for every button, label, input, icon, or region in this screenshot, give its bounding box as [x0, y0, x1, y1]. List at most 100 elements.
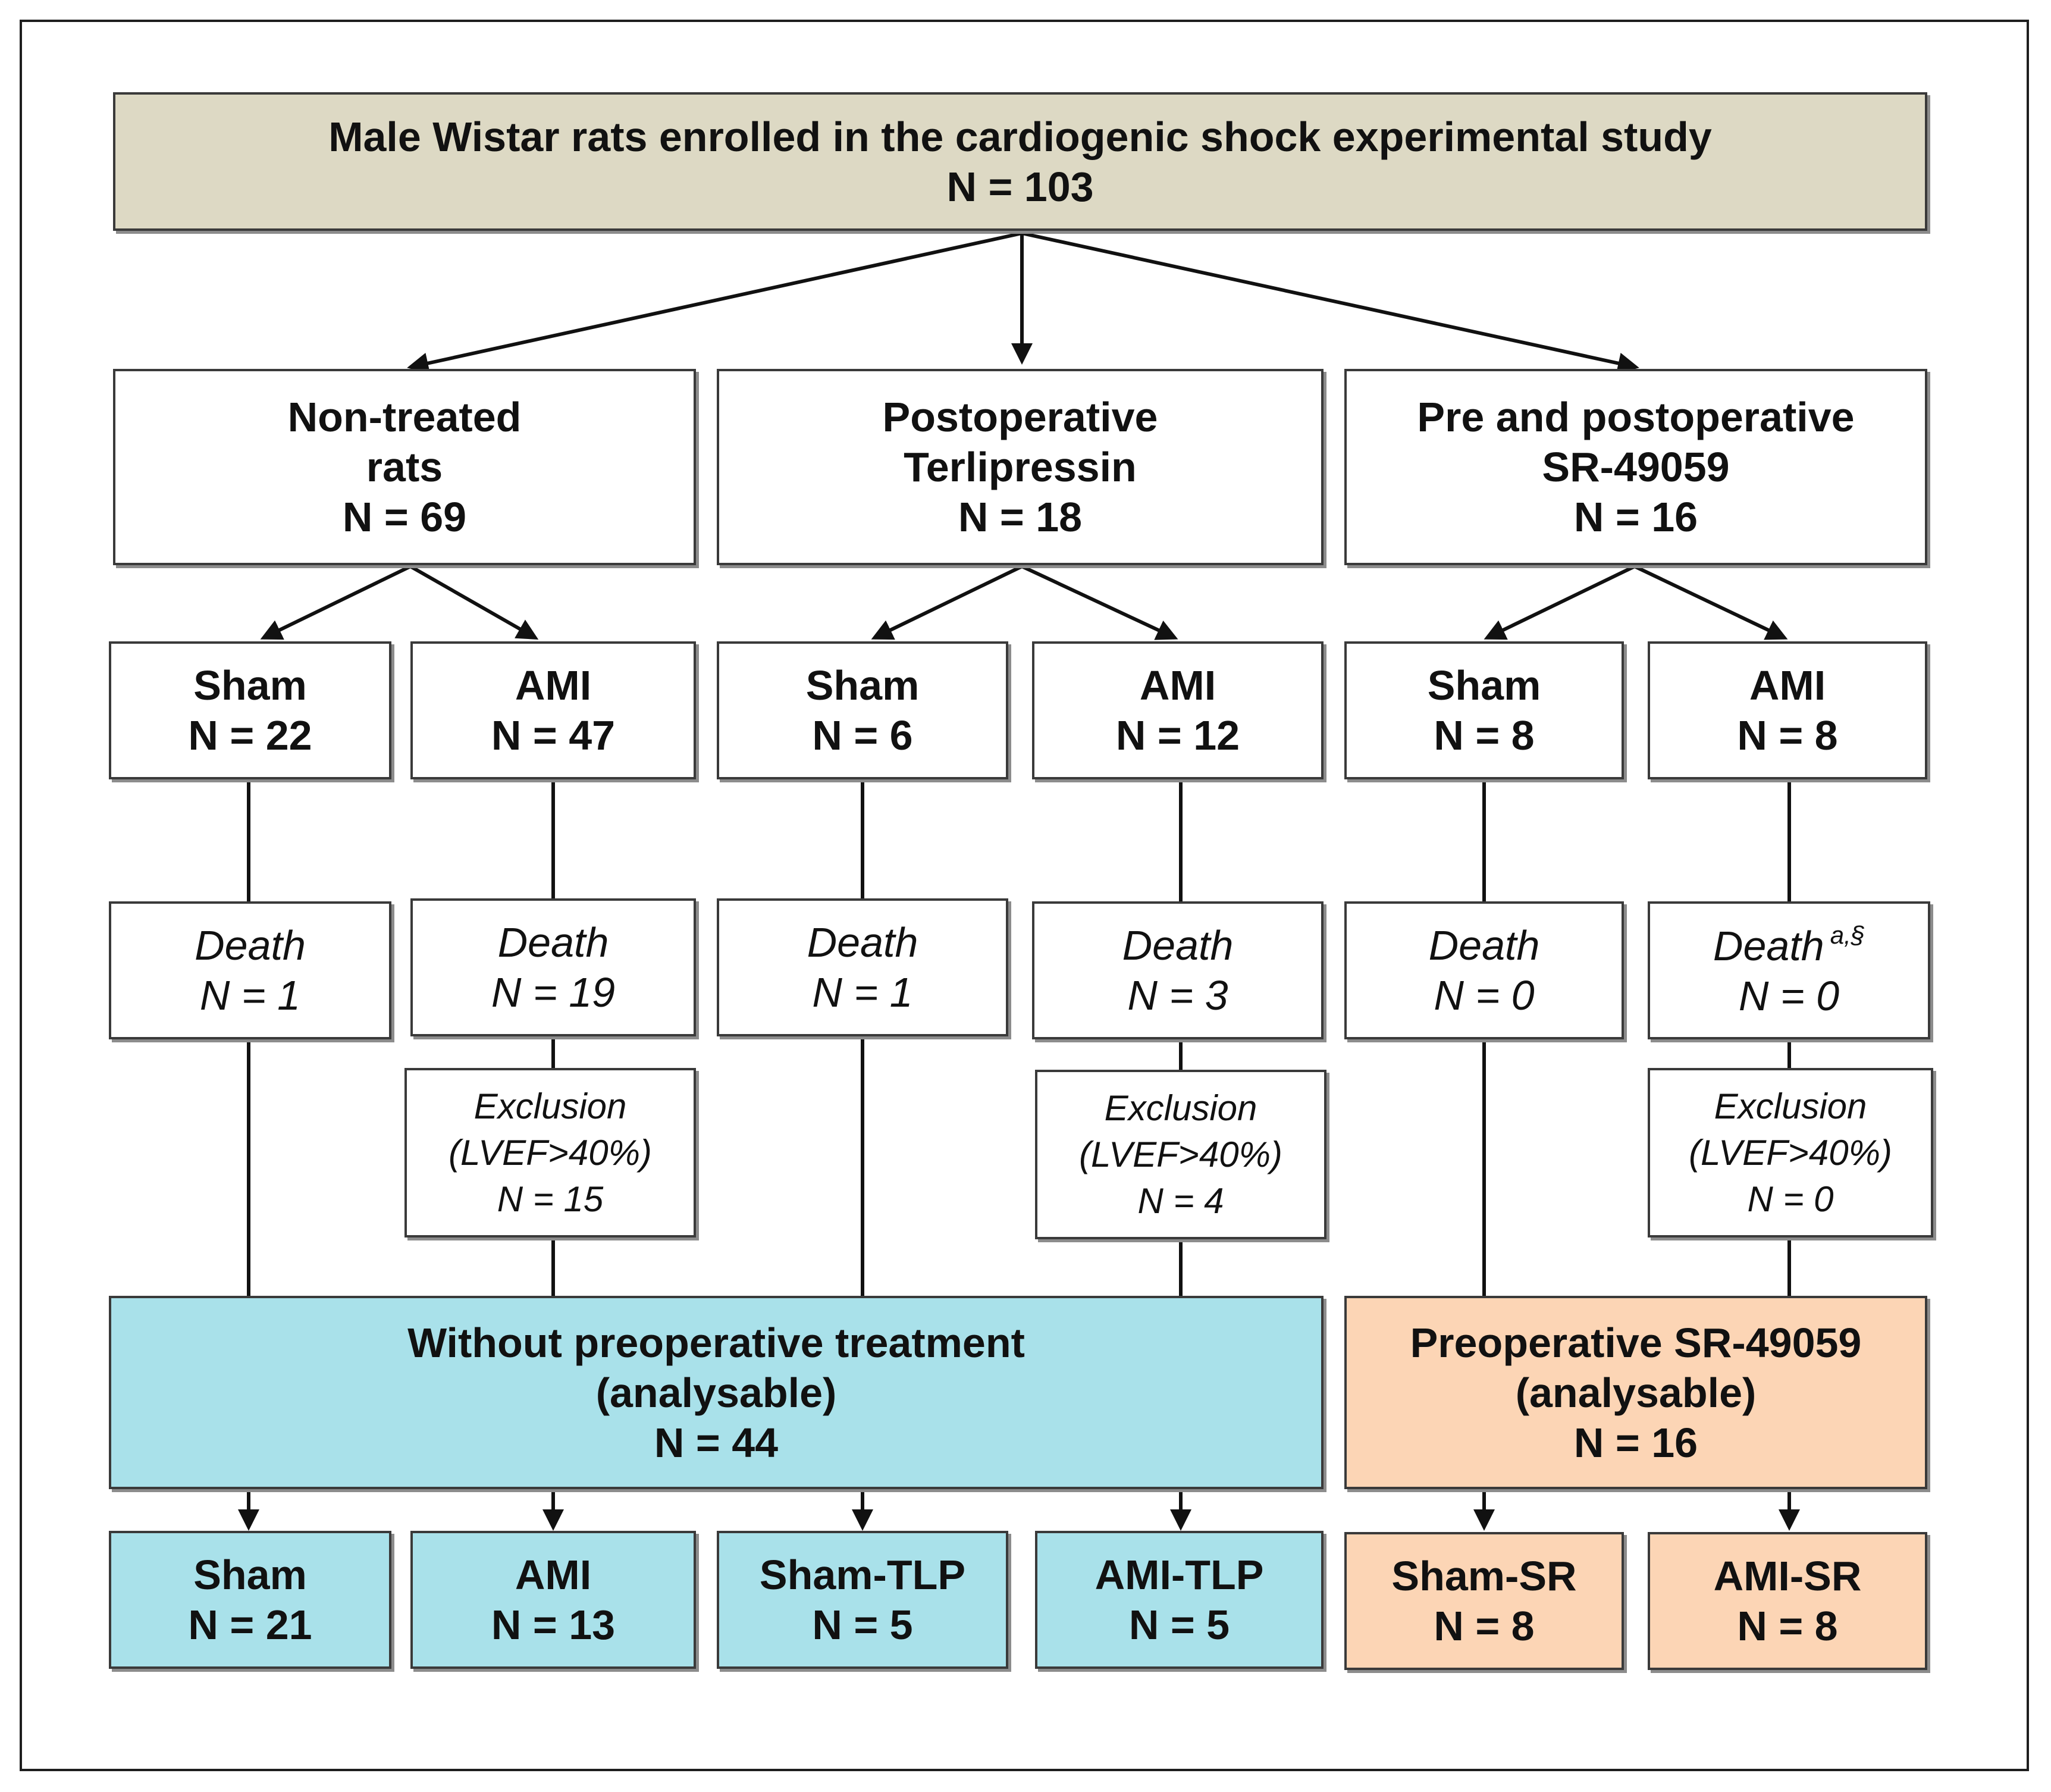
exclusion-label: Exclusion	[1714, 1086, 1867, 1126]
pooled-count: N = 16	[1573, 1419, 1698, 1466]
final-label: Sham-SR	[1391, 1553, 1577, 1599]
subgroup-label: AMI	[1139, 662, 1216, 709]
subgroup-box-sham: Sham N = 8	[1344, 641, 1624, 779]
death-box: Death N = 0	[1344, 901, 1624, 1039]
final-count: N = 5	[1128, 1602, 1230, 1648]
group-box-terlipressin: Postoperative Terlipressin N = 18	[717, 369, 1324, 565]
group-label-line1: Pre and postoperative	[1417, 394, 1855, 440]
group-count: N = 18	[958, 494, 1083, 540]
subgroup-count: N = 8	[1737, 712, 1838, 759]
subgroup-box-ami: AMI N = 12	[1032, 641, 1324, 779]
pooled-count: N = 44	[654, 1419, 779, 1466]
death-label: Death	[1713, 922, 1824, 969]
exclusion-count: N = 4	[1137, 1180, 1224, 1221]
exclusion-criterion: (LVEF>40%)	[449, 1132, 652, 1173]
subgroup-box-ami: AMI N = 47	[410, 641, 696, 779]
death-label: Death	[195, 922, 306, 969]
pooled-title: Without preoperative treatment	[407, 1319, 1025, 1366]
death-count: N = 0	[1738, 972, 1840, 1019]
final-box-ami: AMI N = 13	[410, 1531, 696, 1669]
subgroup-count: N = 47	[491, 712, 616, 759]
pooled-box-without-preop: Without preoperative treatment (analysab…	[109, 1296, 1324, 1489]
death-box: Death N = 1	[109, 901, 391, 1039]
final-count: N = 13	[491, 1602, 616, 1648]
arrow-nontreated-to-sham	[260, 565, 412, 640]
subgroup-count: N = 22	[188, 712, 312, 759]
subgroup-count: N = 12	[1115, 712, 1240, 759]
root-count: N = 103	[946, 163, 1094, 210]
figure-frame	[20, 20, 2029, 1771]
exclusion-label: Exclusion	[473, 1086, 627, 1126]
subgroup-box-sham: Sham N = 6	[717, 641, 1008, 779]
final-count: N = 21	[188, 1602, 312, 1648]
subgroup-count: N = 8	[1434, 712, 1535, 759]
exclusion-box: Exclusion (LVEF>40%) N = 0	[1648, 1068, 1933, 1238]
exclusion-criterion: (LVEF>40%)	[1079, 1134, 1282, 1174]
group-count: N = 69	[342, 494, 467, 540]
final-box-sham-sr: Sham-SR N = 8	[1344, 1532, 1624, 1670]
final-label: AMI	[515, 1552, 592, 1598]
arrow-sr49059-to-sham	[1484, 565, 1636, 640]
pooled-box-preop-sr49059: Preoperative SR-49059 (analysable) N = 1…	[1344, 1296, 1927, 1489]
death-count: N = 3	[1127, 972, 1228, 1019]
group-label-line2: SR-49059	[1542, 444, 1730, 490]
subgroup-label: AMI	[1749, 662, 1826, 709]
subgroup-label: AMI	[515, 662, 592, 709]
death-label: Death	[1428, 922, 1540, 969]
death-box: Death N = 3	[1032, 901, 1324, 1039]
exclusion-box: Exclusion (LVEF>40%) N = 15	[404, 1068, 696, 1238]
arrow-nontreated-to-ami	[409, 565, 539, 640]
group-label-line2: rats	[366, 444, 443, 490]
group-box-sr49059: Pre and postoperative SR-49059 N = 16	[1344, 369, 1927, 565]
death-count: N = 0	[1434, 972, 1535, 1019]
final-count: N = 8	[1434, 1603, 1535, 1649]
subgroup-box-ami: AMI N = 8	[1648, 641, 1927, 779]
death-label: Death	[1122, 922, 1234, 969]
exclusion-label: Exclusion	[1104, 1088, 1257, 1128]
arrow-terlipressin-to-sham	[871, 565, 1023, 640]
subgroup-label: Sham	[193, 662, 307, 709]
exclusion-box: Exclusion (LVEF>40%) N = 4	[1035, 1070, 1326, 1239]
death-box: Death N = 1	[717, 898, 1008, 1036]
final-label: Sham	[193, 1552, 307, 1598]
final-box-sham: Sham N = 21	[109, 1531, 391, 1669]
death-label: Death	[807, 919, 918, 966]
arrow-root-to-nontreated	[407, 231, 1023, 374]
death-count: N = 1	[812, 969, 913, 1016]
subgroup-box-sham: Sham N = 22	[109, 641, 391, 779]
final-count: N = 8	[1737, 1603, 1838, 1649]
arrow-sr49059-to-ami	[1633, 565, 1788, 640]
exclusion-count: N = 15	[497, 1179, 604, 1219]
pooled-subtitle: (analysable)	[595, 1369, 837, 1416]
death-label: Death	[497, 919, 609, 966]
subgroup-count: N = 6	[812, 712, 913, 759]
final-label: Sham-TLP	[759, 1552, 966, 1598]
pooled-subtitle: (analysable)	[1515, 1369, 1757, 1416]
root-box: Male Wistar rats enrolled in the cardiog…	[113, 92, 1927, 231]
subgroup-label: Sham	[1427, 662, 1541, 709]
arrow-root-to-sr49059	[1021, 231, 1639, 374]
footnote-marker: a,§	[1830, 920, 1865, 949]
subgroup-label: Sham	[805, 662, 920, 709]
group-label-line1: Non-treated	[287, 394, 522, 440]
exclusion-criterion: (LVEF>40%)	[1689, 1132, 1892, 1173]
final-count: N = 5	[812, 1602, 913, 1648]
final-label: AMI-SR	[1713, 1553, 1862, 1599]
group-label-line2: Terlipressin	[904, 444, 1137, 490]
group-label-line1: Postoperative	[882, 394, 1158, 440]
group-box-nontreated: Non-treated rats N = 69	[113, 369, 696, 565]
death-count: N = 1	[199, 972, 301, 1019]
arrow-terlipressin-to-ami	[1021, 565, 1178, 640]
exclusion-count: N = 0	[1747, 1179, 1834, 1219]
final-label: AMI-TLP	[1095, 1552, 1264, 1598]
root-title: Male Wistar rats enrolled in the cardiog…	[328, 113, 1712, 160]
final-box-sham-tlp: Sham-TLP N = 5	[717, 1531, 1008, 1669]
group-count: N = 16	[1573, 494, 1698, 540]
pooled-title: Preoperative SR-49059	[1410, 1319, 1862, 1366]
final-box-ami-sr: AMI-SR N = 8	[1648, 1532, 1927, 1670]
final-box-ami-tlp: AMI-TLP N = 5	[1035, 1531, 1324, 1669]
death-box: Death N = 19	[410, 898, 696, 1036]
